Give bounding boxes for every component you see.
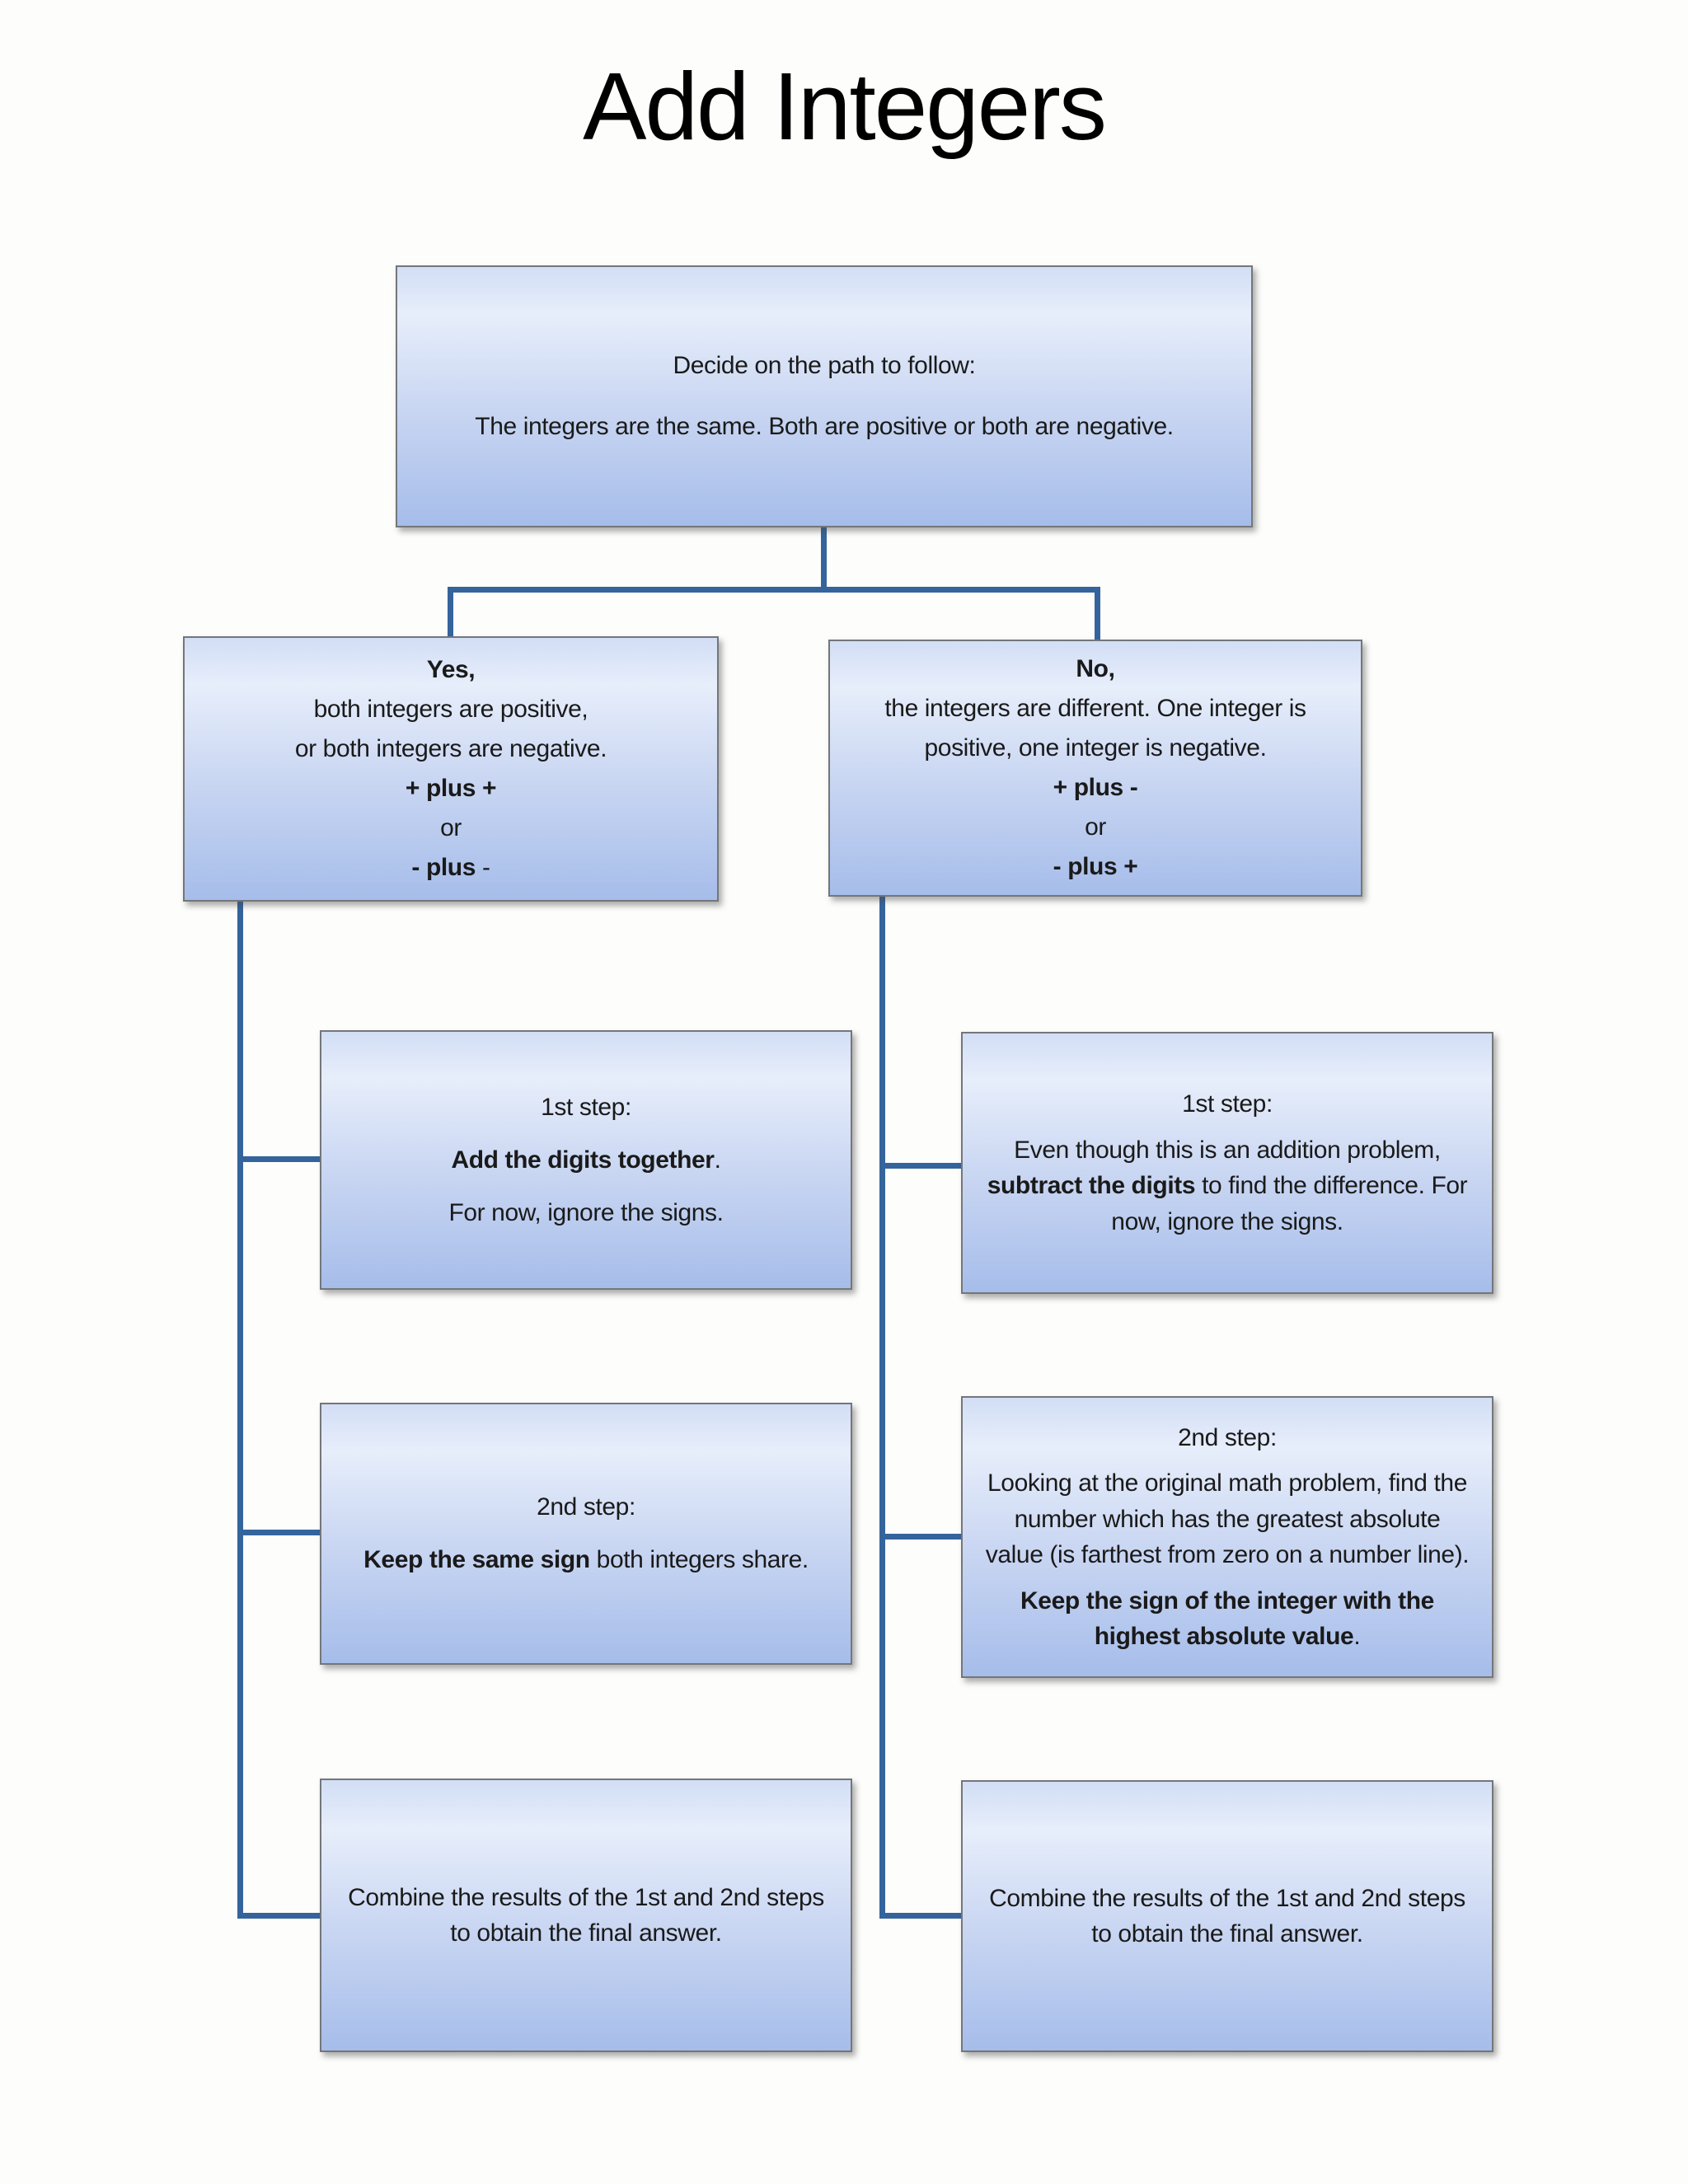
- text-line: Keep the sign of the integer with the hi…: [1020, 1586, 1434, 1651]
- connector-drop-no: [1095, 587, 1100, 643]
- final-left-box: Combine the results of the 1st and 2nd s…: [320, 1779, 852, 2052]
- decide-box: Decide on the path to follow: The integer…: [396, 265, 1253, 527]
- connector-left-trunk: [237, 900, 243, 1919]
- text-line: Add the digits together.: [451, 1146, 721, 1174]
- step2-right-box: 2nd step: Looking at the original math pr…: [961, 1396, 1493, 1678]
- connector-right-stub-step1: [879, 1163, 963, 1169]
- connector-branch-horizontal: [448, 587, 1100, 593]
- text-line: + plus -: [1053, 774, 1138, 801]
- text-line: The integers are the same. Both are posi…: [475, 413, 1174, 440]
- no-branch-box: No, the integers are different. One integ…: [828, 640, 1362, 897]
- text-line: 1st step:: [1182, 1090, 1273, 1118]
- text-line: For now, ignore the signs.: [448, 1198, 724, 1226]
- page-title: Add Integers: [583, 53, 1107, 160]
- text-line: both integers are positive,: [313, 696, 588, 723]
- text-line: Yes,: [426, 656, 476, 683]
- connector-left-stub-final: [237, 1913, 321, 1919]
- text-line: Combine the results of the 1st and 2nd s…: [348, 1883, 824, 1947]
- connector-left-stub-step1: [237, 1156, 321, 1162]
- connector-right-stub-final: [879, 1913, 963, 1919]
- text-line: - plus +: [1053, 853, 1138, 880]
- connector-left-stub-step2: [237, 1530, 321, 1535]
- final-right-box: Combine the results of the 1st and 2nd s…: [961, 1780, 1493, 2052]
- text-line: - plus -: [411, 854, 490, 881]
- text-line: 1st step:: [541, 1093, 631, 1121]
- text-line: or both integers are negative.: [294, 735, 607, 762]
- step1-left-box: 1st step: Add the digits together. For now…: [320, 1030, 852, 1290]
- text-line: No,: [1076, 655, 1115, 682]
- text-line: Keep the same sign both integers share.: [363, 1546, 809, 1573]
- text-line: the integers are different. One integer …: [884, 695, 1306, 762]
- connector-top-stub: [821, 526, 827, 592]
- step1-right-box: 1st step: Even though this is an addition…: [961, 1032, 1493, 1294]
- yes-branch-box: Yes, both integers are positive, or both i…: [183, 636, 719, 902]
- text-line: Decide on the path to follow:: [673, 352, 976, 379]
- connector-drop-yes: [448, 587, 453, 640]
- text-line: Even though this is an addition problem,…: [987, 1136, 1468, 1235]
- text-line: 2nd step:: [1178, 1423, 1277, 1451]
- text-line: or: [440, 814, 462, 841]
- text-line: 2nd step:: [537, 1493, 635, 1521]
- text-line: + plus +: [405, 775, 497, 802]
- step2-left-box: 2nd step: Keep the same sign both integer…: [320, 1403, 852, 1665]
- text-line: Looking at the original math problem, fi…: [985, 1469, 1470, 1568]
- text-line: Combine the results of the 1st and 2nd s…: [989, 1884, 1465, 1948]
- text-line: or: [1085, 813, 1106, 841]
- connector-right-trunk: [879, 895, 885, 1919]
- connector-right-stub-step2: [879, 1534, 963, 1540]
